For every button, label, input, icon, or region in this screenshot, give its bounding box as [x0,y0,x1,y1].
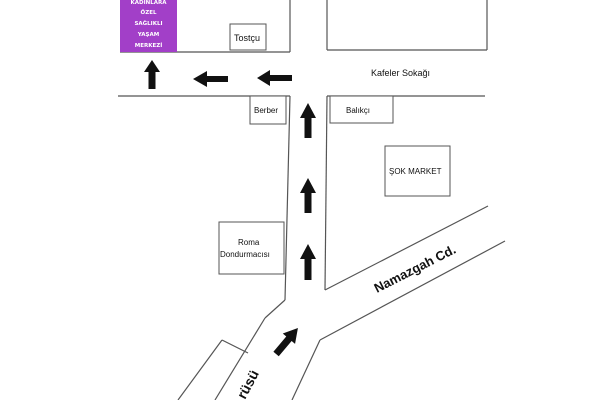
tostcu-label: Tostçu [234,33,260,43]
road-network [118,0,506,400]
arrow-icon [300,178,316,213]
roma-label-line2: Dondurmacısı [220,250,270,259]
arrow-icon [273,327,298,357]
clinic-label-line: KADINLARA [131,0,168,6]
namazgah-street-label: Namazgah Cd. [372,242,459,296]
kafeler-street-label: Kafeler Sokağı [371,68,430,78]
road-edge [324,95,328,291]
arrow-icon [257,70,292,86]
clinic-label-line: YAŞAM [137,32,159,38]
tostcu-building: Tostçu [229,23,267,51]
road-edge [324,205,489,291]
road-edge [177,339,223,400]
arrow-icon [300,103,316,138]
sok-market-building: ŞOK MARKET [384,145,451,197]
road-edge [319,240,506,341]
road-edge [264,299,286,319]
arrow-icon [193,71,228,87]
arrow-icon [300,244,316,280]
berber-label: Berber [254,106,278,115]
clinic-label-line: SAĞLIKLI [134,20,162,27]
road-edge [291,339,321,400]
clinic-building: KADINLARA ÖZEL SAĞLIKLI YAŞAM MERKEZİ [120,0,177,52]
sok-market-label: ŞOK MARKET [389,167,442,176]
clinic-label-line: MERKEZİ [135,42,163,49]
balikci-building: Balıkçı [329,95,394,124]
route-arrows [144,60,316,357]
balikci-label: Balıkçı [346,106,370,115]
road-edge [221,339,249,354]
roma-label-line1: Roma [238,238,260,247]
arrow-icon [144,60,160,89]
road-edge [214,317,266,400]
bottom-street-label: rüsü [234,367,262,400]
road-edge [284,95,291,301]
roma-building: Roma Dondurmacısı [218,221,285,275]
berber-building: Berber [249,95,287,125]
clinic-label-line: ÖZEL [141,9,157,16]
